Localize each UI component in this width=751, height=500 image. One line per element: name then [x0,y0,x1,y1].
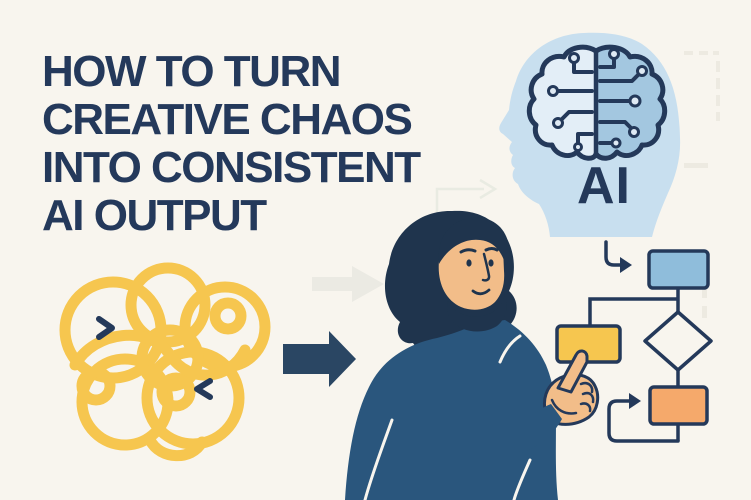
headline-line-2: CREATIVE CHAOS [42,95,413,144]
woman-illustration [345,210,600,500]
woman-face-features [459,247,499,296]
ai-head-icon: AI [499,32,681,237]
woman-hair-swoosh [447,294,507,332]
headline-line-1: HOW TO TURN [42,47,341,96]
chevron-left-icon [194,378,213,400]
circuit-nodes [547,48,648,152]
flow-connector-lines [588,288,680,441]
headline-line-4: AI OUTPUT [42,191,267,240]
headline-line-3: INTO CONSISTENT [42,143,421,192]
arrow-right-icon [283,331,356,387]
flow-loop-arrow-icon [607,393,680,443]
flowchart-diagram [555,240,713,443]
ai-label: AI [577,157,631,215]
index-finger [556,349,589,394]
headline: HOW TO TURN CREATIVE CHAOS INTO CONSISTE… [42,47,421,240]
woman-body [345,320,558,500]
woman-hair-fringe [438,217,510,266]
woman-hand-pointing [513,349,600,453]
sweater-seams [363,334,532,500]
chaos-scribble-icon [59,262,271,462]
chevron-right-icon [96,316,115,340]
faint-dashes [684,51,720,318]
flow-node-blue [647,249,710,290]
flow-node-orange [648,385,709,426]
faint-elbow-arrow-icon [435,178,498,212]
faint-arrow-icon [312,266,384,302]
sleeve-cuff [513,404,562,453]
faint-decorations [312,51,720,318]
flow-decision-diamond [643,310,713,372]
circuit-brain-icon [526,44,668,161]
scribble-arrowheads [96,316,213,400]
flow-start-arrow-icon [604,240,632,273]
